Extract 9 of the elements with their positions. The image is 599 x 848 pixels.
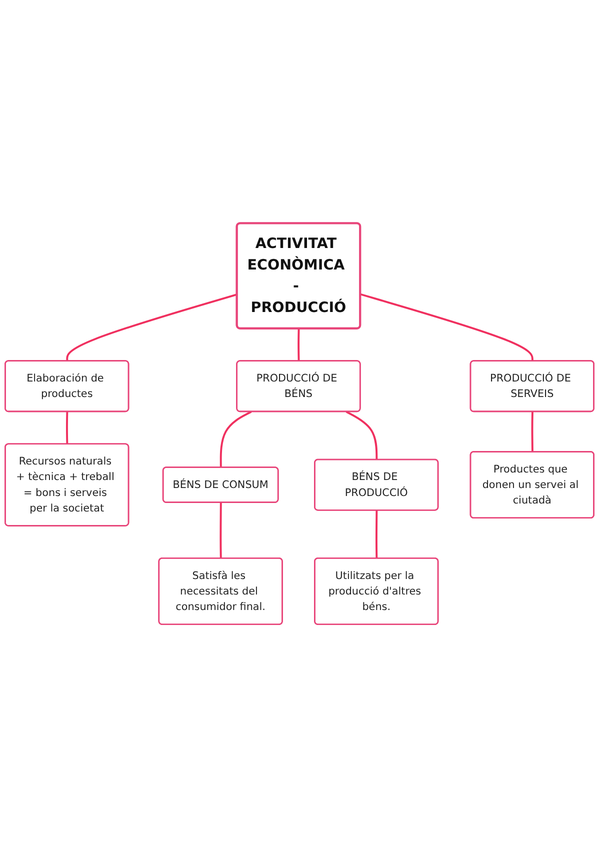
connector	[360, 294, 534, 362]
connector	[66, 294, 238, 362]
connector	[531, 412, 534, 452]
connector	[346, 411, 378, 460]
connector	[220, 502, 222, 559]
connector	[66, 412, 68, 444]
connector	[220, 411, 252, 468]
connector	[376, 510, 378, 559]
connector	[298, 328, 300, 362]
